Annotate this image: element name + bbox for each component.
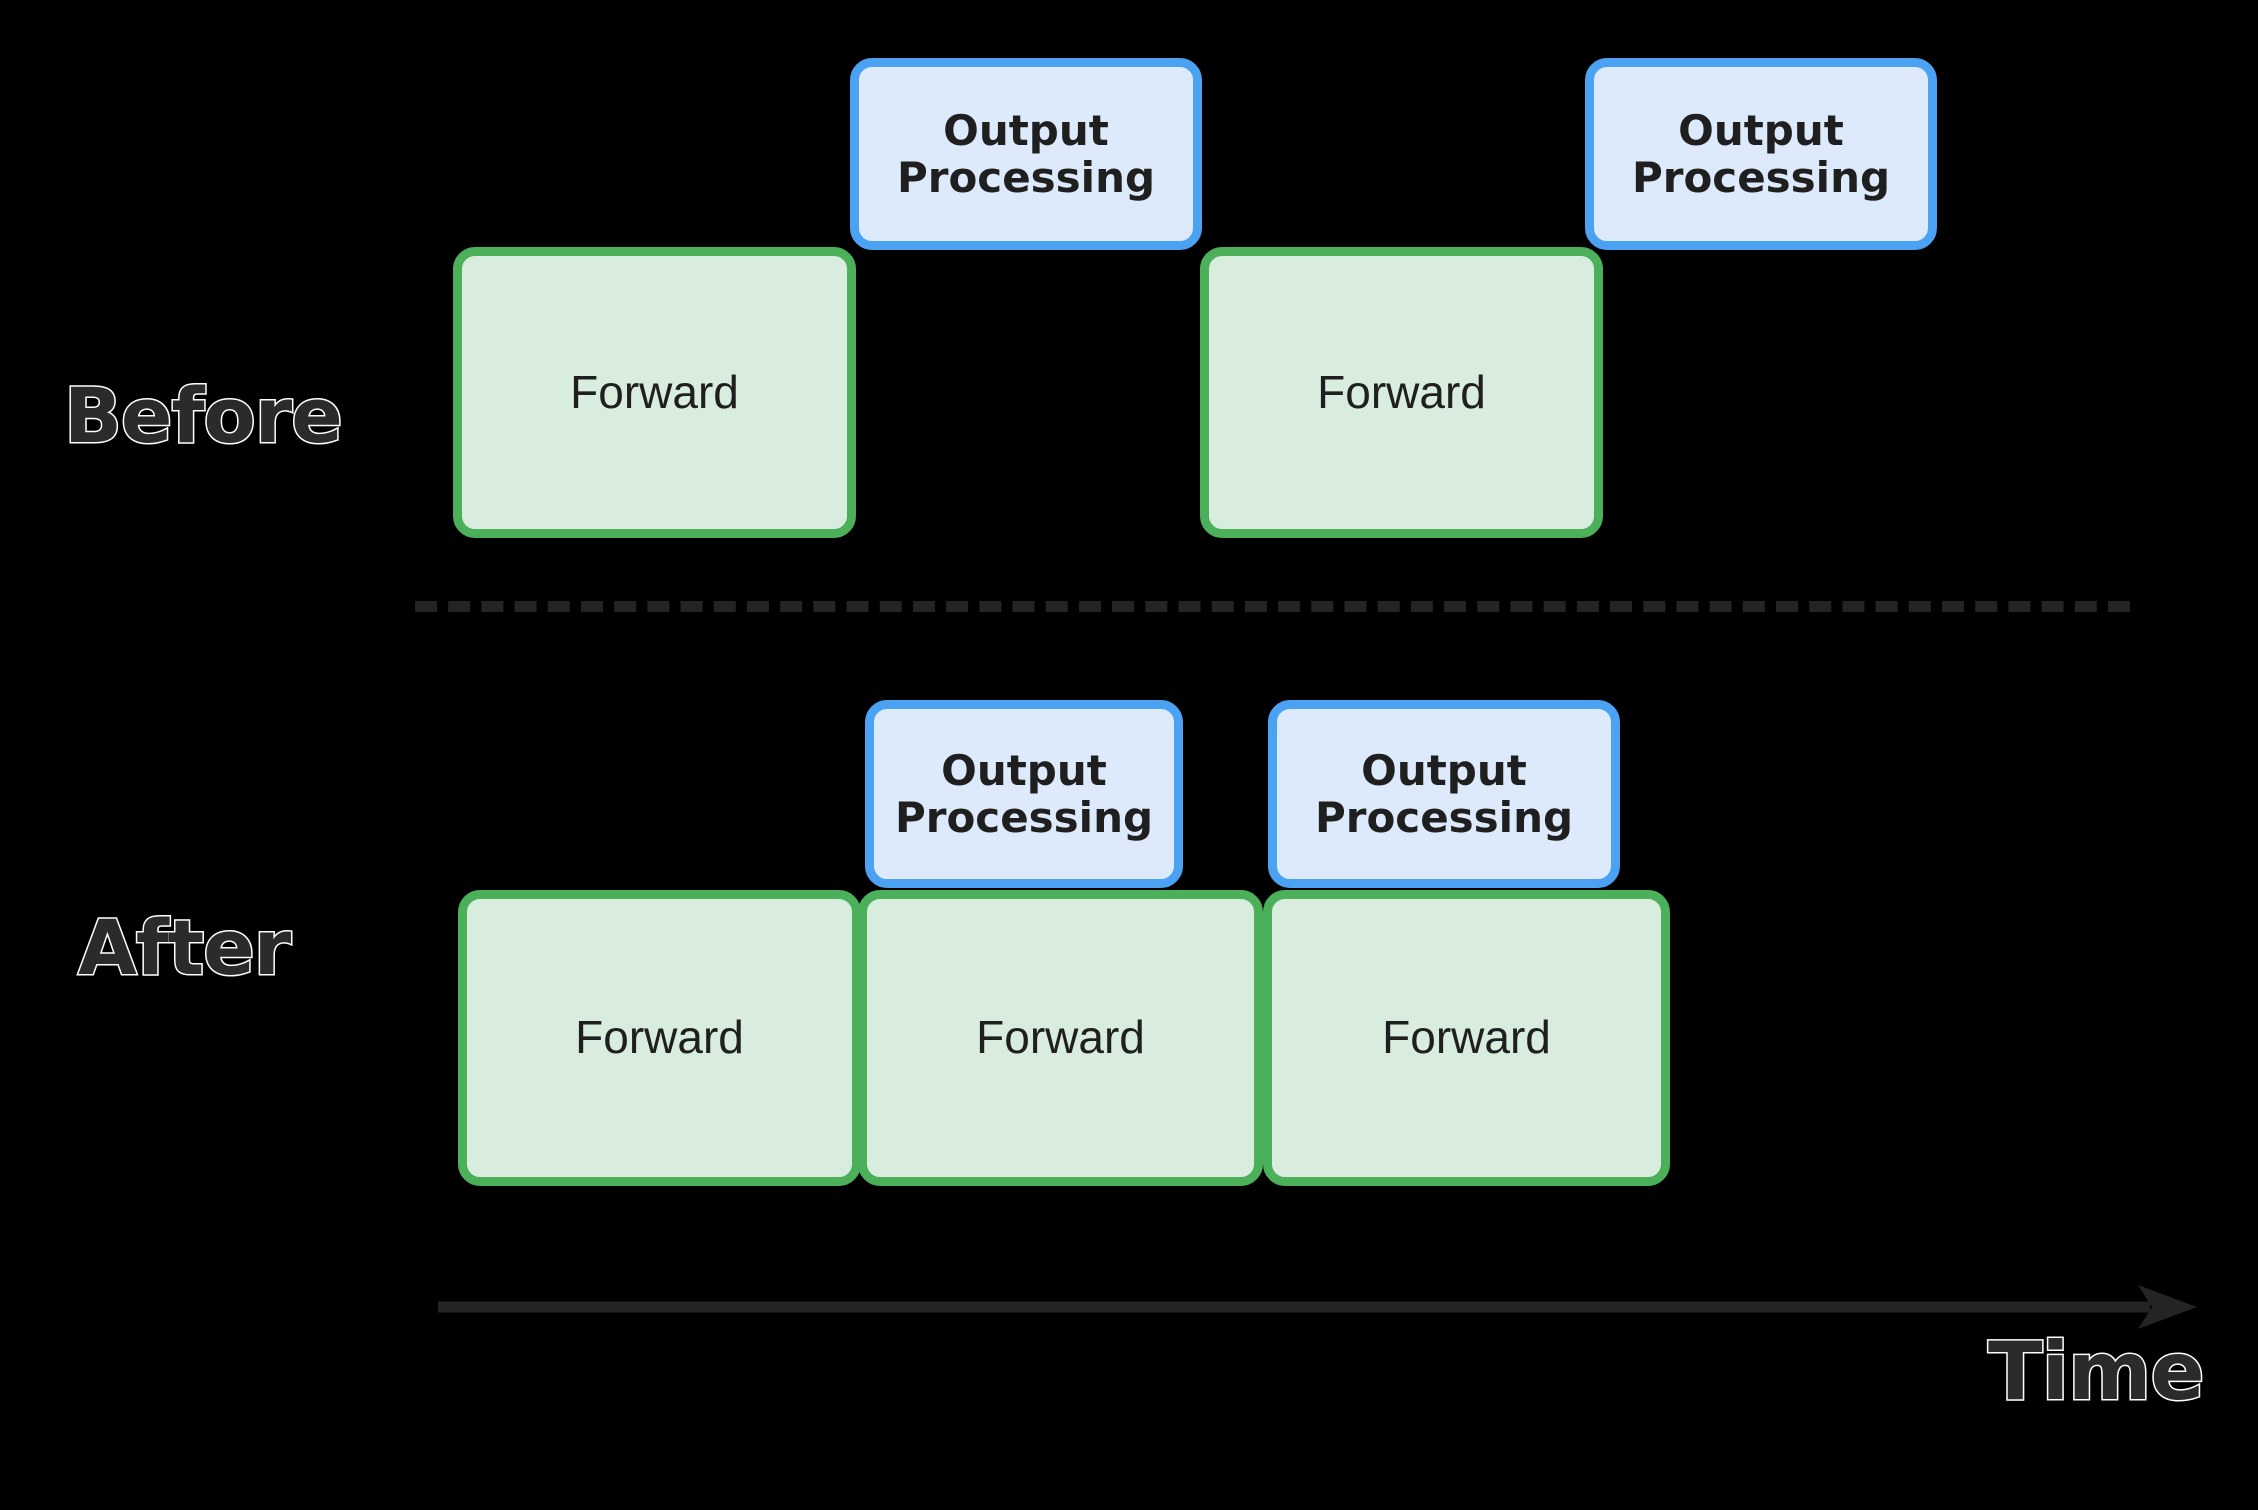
output-label-line2: Processing [1314, 793, 1574, 842]
output-label-line1: Output [941, 745, 1107, 795]
after-forward-block-3: Forward [1263, 890, 1670, 1186]
output-label-line1: Output [1678, 105, 1844, 155]
after-forward-block-2: Forward [858, 890, 1263, 1186]
after-forward-block-1-label: Forward [575, 1011, 744, 1064]
output-label-line2: Processing [1631, 153, 1891, 202]
row-label-after: After [76, 903, 292, 992]
before-forward-block-2: Forward [1200, 247, 1603, 538]
before-forward-block-2-label: Forward [1317, 365, 1486, 418]
output-label-line2: Processing [896, 153, 1156, 202]
after-forward-block-2-label: Forward [976, 1011, 1145, 1064]
before-forward-block-1-label: Forward [570, 365, 739, 418]
after-forward-block-3-label: Forward [1382, 1011, 1551, 1064]
time-axis-arrow [438, 1285, 2197, 1329]
output-label-line1: Output [1361, 745, 1527, 795]
row-label-before: Before [63, 371, 345, 460]
output-label-line2: Processing [894, 793, 1154, 842]
output-label-line1: Output [943, 105, 1109, 155]
before-forward-block-1: Forward [453, 247, 856, 538]
time-axis-arrowhead [2138, 1285, 2197, 1329]
after-forward-block-1: Forward [458, 890, 861, 1186]
time-axis-label: Time [1987, 1325, 2207, 1418]
section-divider [415, 601, 2130, 612]
